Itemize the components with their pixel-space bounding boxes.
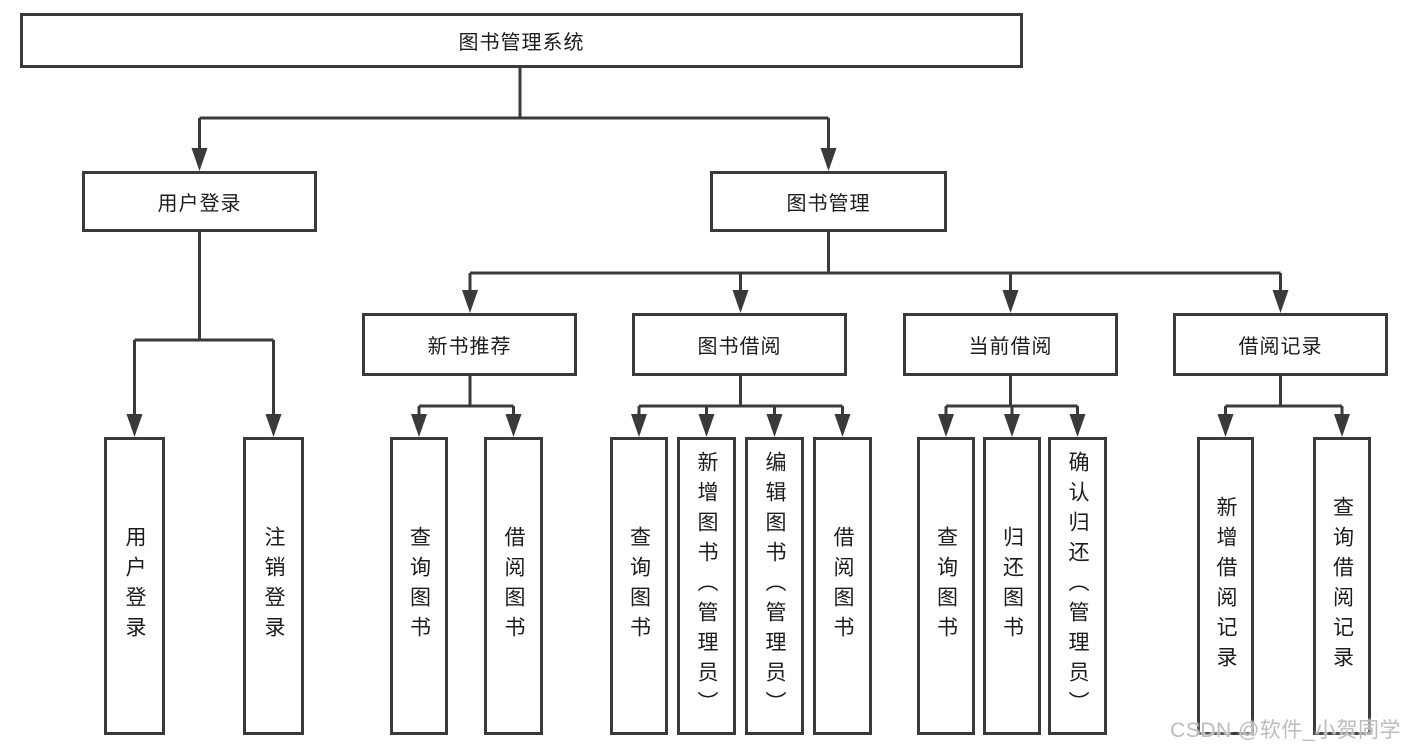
leaf-newbook-query-label: 查询图书 xyxy=(407,526,431,646)
node-book-borrow: 图书借阅 xyxy=(632,313,847,376)
leaf-borrow-query-label: 查询图书 xyxy=(627,526,651,646)
leaf-user-login-label: 用户登录 xyxy=(123,526,146,646)
leaf-records-add-label: 新增借阅记录 xyxy=(1214,496,1237,676)
leaf-borrow-edit-admin-label: 编辑图书（管理员） xyxy=(763,451,786,721)
node-book-management-label: 图书管理 xyxy=(786,193,871,215)
node-new-book-recommend: 新书推荐 xyxy=(362,313,577,376)
leaf-current-confirm-admin-label: 确认归还（管理员） xyxy=(1066,451,1089,721)
leaf-records-query-label: 查询借阅记录 xyxy=(1330,496,1354,676)
leaf-current-return-label: 归还图书 xyxy=(1000,526,1024,646)
leaf-current-query: 查询图书 xyxy=(917,437,975,735)
node-user-login-branch-label: 用户登录 xyxy=(157,193,242,215)
node-root: 图书管理系统 xyxy=(20,13,1023,68)
leaf-borrow-edit-admin: 编辑图书（管理员） xyxy=(745,437,804,735)
node-user-login-branch: 用户登录 xyxy=(82,171,317,232)
leaf-logout: 注销登录 xyxy=(243,437,304,735)
leaf-borrow-add-admin: 新增图书（管理员） xyxy=(677,437,736,735)
node-root-label: 图书管理系统 xyxy=(458,32,585,54)
leaf-newbook-query: 查询图书 xyxy=(390,437,448,735)
leaf-current-query-label: 查询图书 xyxy=(934,526,958,646)
leaf-current-confirm-admin: 确认归还（管理员） xyxy=(1048,437,1107,735)
leaf-borrow-query: 查询图书 xyxy=(610,437,668,735)
leaf-logout-label: 注销登录 xyxy=(262,526,285,646)
node-current-borrow-label: 当前借阅 xyxy=(968,336,1053,358)
leaf-newbook-borrow-label: 借阅图书 xyxy=(502,526,525,646)
node-borrow-records: 借阅记录 xyxy=(1173,313,1388,376)
node-borrow-records-label: 借阅记录 xyxy=(1238,336,1323,358)
leaf-records-query: 查询借阅记录 xyxy=(1313,437,1371,735)
leaf-borrow-borrow-label: 借阅图书 xyxy=(831,526,854,646)
node-current-borrow: 当前借阅 xyxy=(903,313,1118,376)
leaf-borrow-add-admin-label: 新增图书（管理员） xyxy=(695,451,718,721)
leaf-newbook-borrow: 借阅图书 xyxy=(484,437,543,735)
leaf-borrow-borrow: 借阅图书 xyxy=(813,437,872,735)
leaf-current-return: 归还图书 xyxy=(983,437,1041,735)
node-new-book-recommend-label: 新书推荐 xyxy=(427,336,512,358)
leaf-user-login: 用户登录 xyxy=(104,437,165,735)
leaf-records-add: 新增借阅记录 xyxy=(1197,437,1254,735)
node-book-borrow-label: 图书借阅 xyxy=(697,336,782,358)
node-book-management: 图书管理 xyxy=(710,171,947,232)
